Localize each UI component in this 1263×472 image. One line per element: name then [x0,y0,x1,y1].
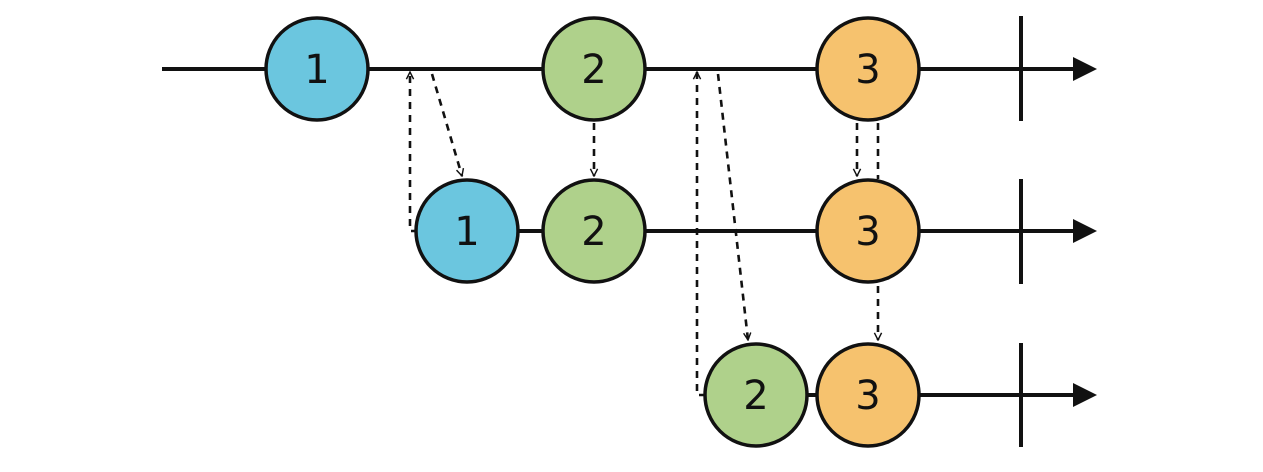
timeline-middle-arrowhead [1073,219,1097,243]
timeline-top-arrowhead [1073,57,1097,81]
timeline-bottom-arrowhead [1073,383,1097,407]
marble-top-2-label: 2 [581,47,606,93]
marble-middle-1: 1 [414,178,520,284]
marble-top-1-label: 1 [304,47,329,93]
marble-middle-1-label: 1 [454,209,479,255]
marble-bottom-3: 3 [815,342,921,448]
marble-top-1: 1 [264,16,370,122]
marble-middle-3-circle [815,178,921,284]
marble-top-2: 2 [541,16,647,122]
connector-marble-1-to-middle [430,73,462,176]
marble-middle-1-circle [414,178,520,284]
marble-bottom-3-label: 3 [855,373,880,419]
marble-bottom-3-circle [815,342,921,448]
marble-top-3: 3 [815,16,921,122]
marble-top-1-circle [264,16,370,122]
marble-bottom-2: 2 [703,342,809,448]
marble-middle-3-label: 3 [855,209,880,255]
marble-top-2-circle [541,16,647,122]
marble-top-3-circle [815,16,921,122]
marble-top-3-label: 3 [855,47,880,93]
marble-middle-2-circle [541,178,647,284]
connector-subscribe-bottom [697,72,706,397]
marble-middle-2-label: 2 [581,209,606,255]
marble-bottom-2-label: 2 [743,373,768,419]
marble-middle-3: 3 [815,178,921,284]
marble-middle-2: 2 [541,178,647,284]
connector-subscribe-middle [410,72,418,233]
connector-marble-2-to-bottom [716,73,748,340]
marble-bottom-2-circle [703,342,809,448]
